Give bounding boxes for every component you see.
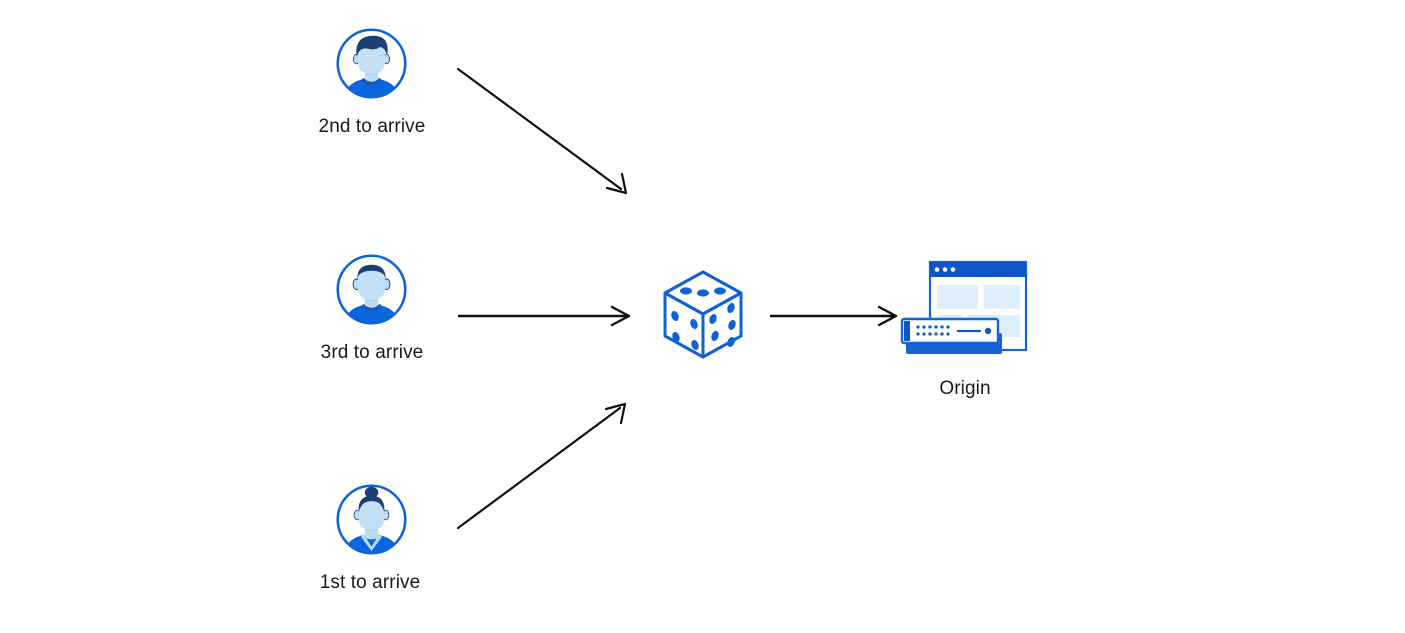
arrow-dice-to-origin — [769, 305, 898, 327]
dice-cube-icon — [659, 267, 747, 363]
user-avatar-icon — [334, 252, 409, 327]
arrow-client3-to-dice — [457, 305, 631, 327]
node-label-client-3: 3rd to arrive — [320, 342, 424, 363]
user-avatar-icon — [334, 26, 409, 101]
arrow-client2-to-dice — [456, 67, 628, 195]
node-label-client-2: 2nd to arrive — [318, 116, 426, 137]
user-avatar-icon — [334, 482, 409, 557]
arrow-client1-to-dice — [456, 402, 627, 530]
server-device-icon — [900, 317, 1002, 354]
server-status-dot — [984, 327, 992, 335]
node-label-client-1: 1st to arrive — [319, 572, 421, 593]
dice-left-pips — [671, 310, 699, 351]
node-label-origin: Origin — [939, 378, 991, 399]
browser-titlebar-dots — [934, 267, 956, 272]
origin-server-icon — [896, 258, 1036, 368]
server-led-grid — [916, 325, 950, 336]
dice-top-pips — [680, 287, 726, 297]
dice-right-pips — [709, 302, 736, 348]
